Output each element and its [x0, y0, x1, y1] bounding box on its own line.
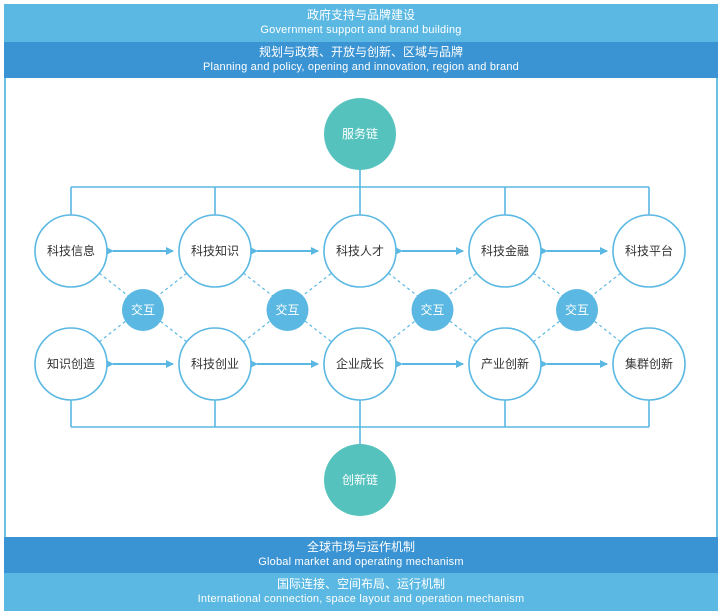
government-support-cn: 政府支持与品牌建设 [306, 8, 415, 22]
global-market-en: Global market and operating mechanism [258, 556, 464, 568]
top-node-3-label: 科技人才 [336, 244, 384, 258]
top-node-2-circle [178, 214, 252, 288]
bottom-node-5-label: 集群创新 [625, 356, 673, 371]
international-connection-en: International connection, space layout a… [197, 593, 525, 605]
bottom-node-1-circle [34, 327, 108, 401]
top-node-1-circle [34, 214, 108, 288]
bottom-node-4-label: 产业创新 [481, 356, 529, 371]
interaction-label: 交互 [131, 302, 155, 317]
bottom-node-4-circle [468, 327, 542, 401]
innovation-chain-label: 创新链 [342, 472, 378, 487]
international-connection-cn: 国际连接、空间布局、运行机制 [276, 577, 445, 591]
top-node-5-circle [612, 214, 686, 288]
global-market-band: 全球市场与运作机制 Global market and operating me… [4, 537, 718, 573]
interaction-circle [266, 289, 309, 331]
interaction-circle [556, 289, 598, 331]
interaction-circle [122, 289, 164, 331]
service-chain-hub [324, 98, 396, 170]
bottom-node-2-circle [178, 327, 252, 401]
top-node-2-label: 科技知识 [191, 244, 239, 258]
top-node-1-label: 科技信息 [47, 243, 95, 258]
international-connection-band: 国际连接、空间布局、运行机制 International connection,… [4, 573, 718, 611]
interaction-circle [411, 289, 454, 331]
interaction-label: 交互 [565, 302, 589, 317]
diagram-frame [4, 78, 718, 537]
bottom-node-1-label: 知识创造 [47, 357, 95, 371]
planning-policy-band: 规划与政策、开放与创新、区域与品牌 Planning and policy, o… [4, 42, 718, 78]
bottom-node-3-label: 企业成长 [336, 356, 384, 371]
bottom-node-2-label: 科技创业 [191, 357, 239, 371]
planning-policy-cn: 规划与政策、开放与创新、区域与品牌 [258, 45, 463, 59]
service-chain-label: 服务链 [342, 126, 378, 141]
top-node-5-label: 科技平台 [625, 243, 673, 258]
top-node-3-circle [323, 214, 397, 288]
bottom-node-3-circle [323, 327, 397, 401]
innovation-chain-hub [324, 444, 396, 516]
top-node-4-label: 科技金融 [481, 243, 529, 258]
interaction-label: 交互 [420, 302, 444, 317]
government-support-band: 政府支持与品牌建设 Government support and brand b… [4, 4, 718, 42]
global-market-cn: 全球市场与运作机制 [306, 540, 415, 554]
planning-policy-en: Planning and policy, opening and innovat… [203, 61, 519, 73]
government-support-en: Government support and brand building [260, 24, 462, 36]
bottom-node-5-circle [612, 327, 686, 401]
top-node-4-circle [468, 214, 542, 288]
interaction-label: 交互 [275, 302, 299, 317]
